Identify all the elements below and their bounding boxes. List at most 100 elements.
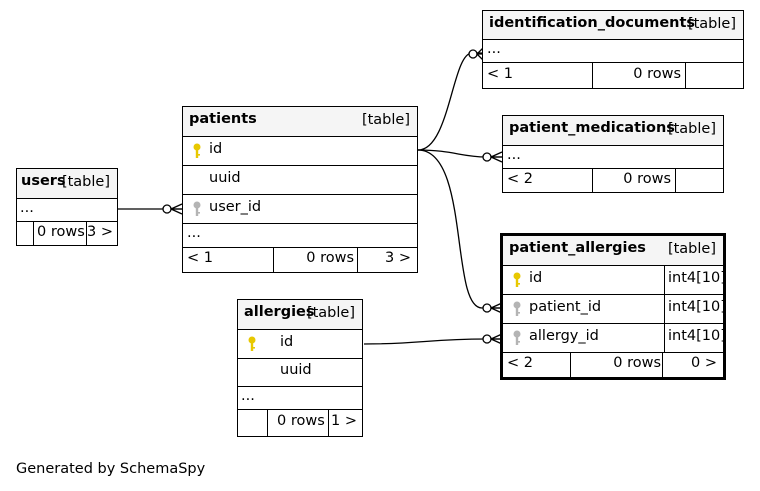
table-name: allergies [244, 304, 315, 320]
divider [664, 266, 665, 294]
divider [662, 353, 663, 377]
divider [675, 169, 676, 192]
divider [357, 248, 358, 272]
row-count: 0 rows [623, 171, 671, 187]
table-row: uuid [238, 359, 362, 387]
table-row: id int4[10] [503, 266, 726, 295]
parents-count: < 2 [507, 171, 533, 187]
children-count: 3 > [87, 224, 113, 240]
primary-key-icon [513, 272, 521, 287]
table-footer-row: < 2 0 rows [503, 169, 723, 192]
table-footer-row: 0 rows 3 > [17, 222, 117, 245]
foreign-key-icon [513, 301, 521, 316]
table-footer-row: < 2 0 rows 0 > [503, 353, 723, 377]
children-count: 0 > [691, 355, 717, 371]
table-footer-row: < 1 0 rows 3 > [183, 248, 417, 272]
column-name: patient_id [529, 299, 602, 315]
table-header: patient_allergies [table] [503, 236, 723, 266]
column-name: uuid [209, 170, 241, 186]
crowfoot-ring-patient-medications [482, 152, 492, 162]
parents-count: < 2 [507, 355, 533, 371]
table-type: [table] [306, 305, 355, 321]
table-name: patients [189, 111, 257, 127]
table-name: patient_allergies [509, 240, 646, 256]
more-columns: ... [487, 41, 501, 57]
crowfoot-ring-patient-allergies-patient [482, 303, 492, 313]
table-type: [table] [667, 121, 716, 137]
foreign-key-icon [513, 330, 521, 345]
column-name: id [280, 334, 294, 350]
primary-key-icon [248, 336, 256, 351]
divider [685, 63, 686, 88]
table-header: identification_documents [table] [483, 11, 743, 40]
table-users[interactable]: users [table] ... 0 rows 3 > [16, 168, 118, 246]
row-count: 0 rows [613, 355, 661, 371]
column-name: id [529, 270, 543, 286]
column-datatype: int4[10] [668, 328, 726, 344]
row-count: 0 rows [277, 413, 325, 429]
row-count: 0 rows [306, 250, 354, 266]
divider [86, 222, 87, 245]
column-name: id [209, 141, 223, 157]
table-name: users [21, 173, 66, 189]
divider [267, 410, 268, 436]
table-patient-allergies[interactable]: patient_allergies [table] id int4[10] pa… [500, 233, 726, 380]
table-header: allergies [table] [238, 300, 362, 330]
generated-by-footer: Generated by SchemaSpy [16, 461, 206, 477]
table-row: ... [17, 199, 117, 222]
table-name: identification_documents [489, 15, 696, 31]
table-type: [table] [361, 112, 410, 128]
table-patients[interactable]: patients [table] id uuid user_id ... < 1… [182, 106, 418, 273]
more-columns: ... [507, 147, 521, 163]
divider [328, 410, 329, 436]
table-row: patient_id int4[10] [503, 295, 726, 324]
column-datatype: int4[10] [668, 270, 726, 286]
crowfoot-patients-user [170, 203, 183, 215]
table-row: id [183, 137, 417, 166]
more-columns: ... [241, 388, 255, 404]
table-row: ... [503, 146, 723, 169]
divider [592, 169, 593, 192]
row-count: 0 rows [633, 66, 681, 82]
table-row: uuid [183, 166, 417, 195]
crowfoot-ring-patient-allergies-allergy [482, 334, 492, 344]
table-name: patient_medications [509, 120, 675, 136]
crowfoot-ring-identification-documents [468, 49, 478, 59]
more-columns: ... [20, 200, 34, 216]
primary-key-icon [193, 143, 201, 158]
column-name: uuid [280, 362, 312, 378]
table-identification-documents[interactable]: identification_documents [table] ... < 1… [482, 10, 744, 89]
table-row: ... [483, 40, 743, 63]
table-row: allergy_id int4[10] [503, 324, 726, 353]
edge-patients-identification-documents [417, 52, 482, 151]
table-row: ... [238, 387, 362, 410]
table-header: patients [table] [183, 107, 417, 137]
table-row: ... [183, 224, 417, 248]
column-datatype: int4[10] [668, 299, 726, 315]
table-type: [table] [61, 174, 110, 190]
table-type: [table] [687, 16, 736, 32]
divider [664, 295, 665, 323]
row-count: 0 rows [37, 224, 85, 240]
divider [592, 63, 593, 88]
table-footer-row: < 1 0 rows [483, 63, 743, 88]
crowfoot-ring-patients-user [162, 204, 172, 214]
crowfoot-patient-medications [490, 151, 503, 163]
table-header: patient_medications [table] [503, 116, 723, 146]
column-name: allergy_id [529, 328, 599, 344]
table-patient-medications[interactable]: patient_medications [table] ... < 2 0 ro… [502, 115, 724, 193]
divider [664, 324, 665, 352]
parents-count: < 1 [187, 250, 213, 266]
edge-allergies-patient-allergies [363, 338, 502, 345]
children-count: 1 > [331, 413, 357, 429]
table-row: user_id [183, 195, 417, 224]
more-columns: ... [187, 225, 201, 241]
table-footer-row: 0 rows 1 > [238, 410, 362, 436]
table-header: users [table] [17, 169, 117, 199]
children-count: 3 > [385, 250, 411, 266]
table-type: [table] [667, 241, 716, 257]
table-allergies[interactable]: allergies [table] id uuid ... 0 rows 1 > [237, 299, 363, 437]
divider [570, 353, 571, 377]
divider [273, 248, 274, 272]
parents-count: < 1 [487, 66, 513, 82]
